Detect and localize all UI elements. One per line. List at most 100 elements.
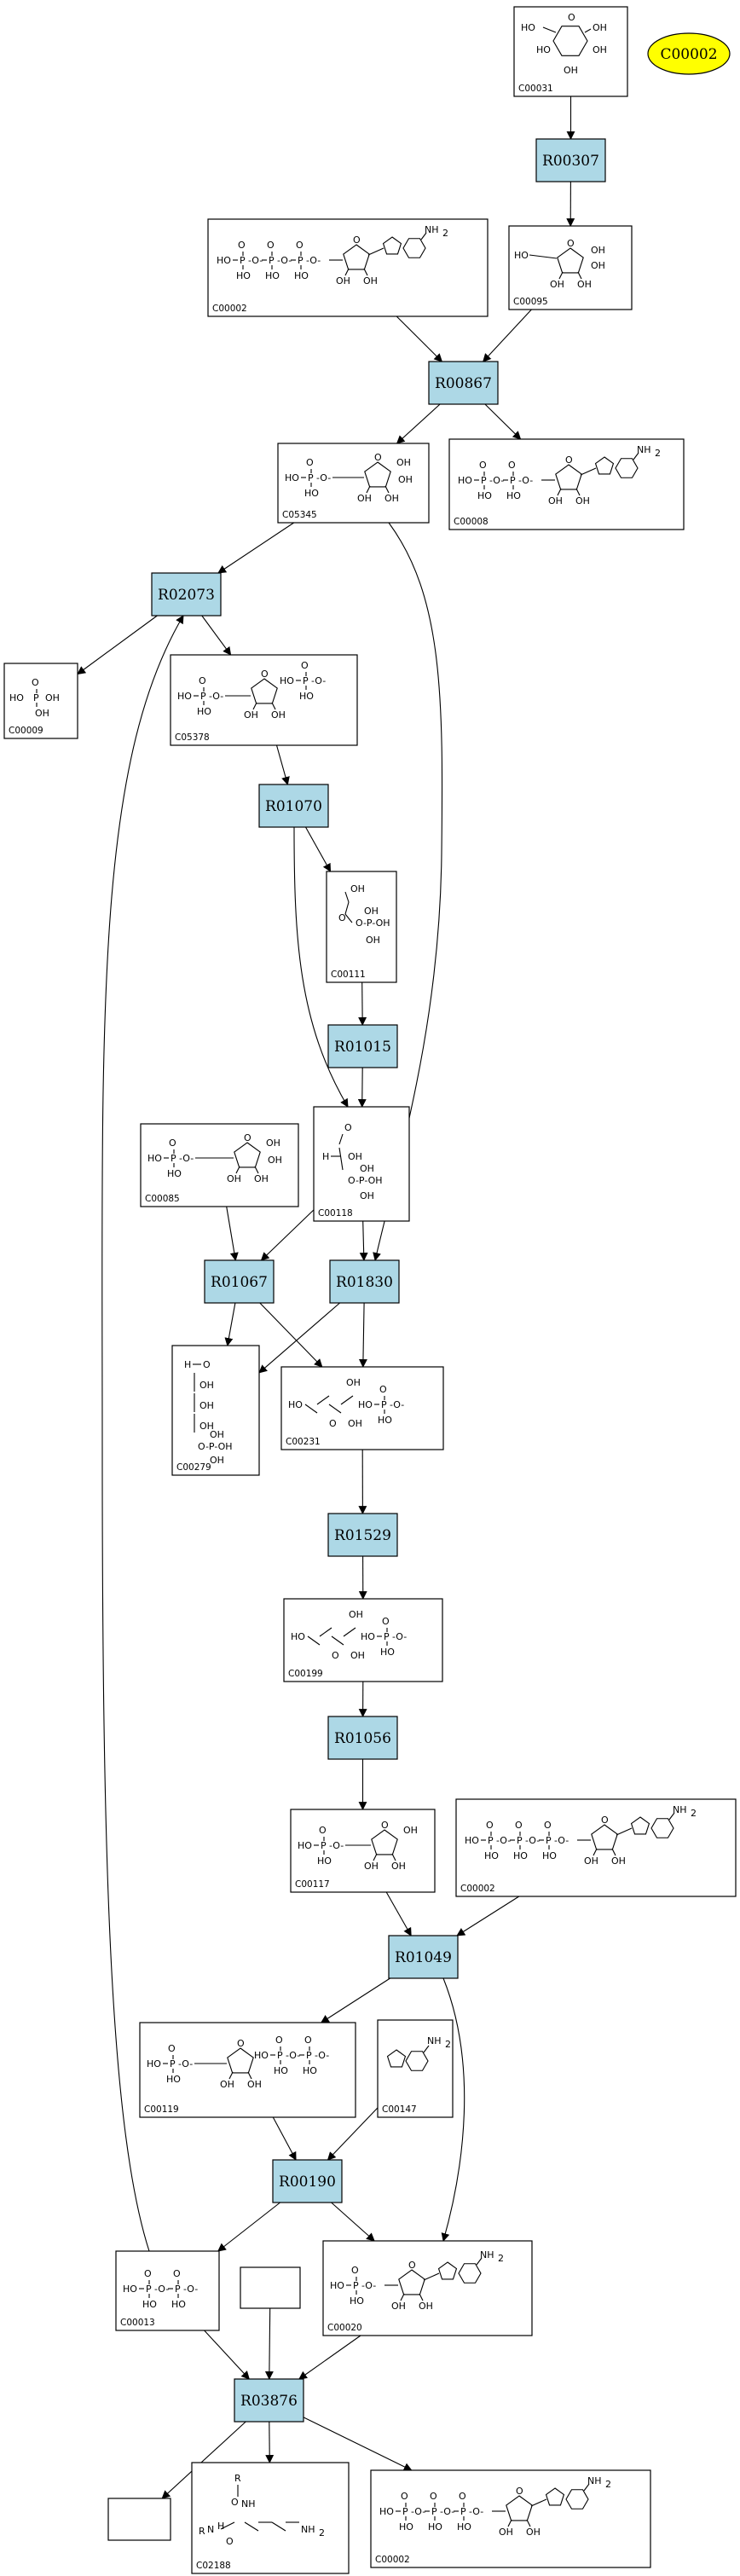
- reaction-label: R02073: [158, 587, 215, 604]
- atom-label: 2: [655, 448, 661, 459]
- compound-box[interactable]: [191, 2462, 350, 2574]
- compound-box[interactable]: [171, 1345, 260, 1476]
- highlight-compound[interactable]: C00002: [647, 32, 731, 75]
- atom-label: OH: [575, 495, 590, 507]
- atom-label: -O-: [518, 475, 533, 486]
- atom-label: P: [171, 1153, 176, 1164]
- atom-label: P: [277, 2050, 283, 2061]
- reaction-box[interactable]: [329, 1259, 400, 1304]
- atom-label: P: [546, 1835, 552, 1846]
- reaction-box[interactable]: [234, 2378, 304, 2423]
- atom-label: P: [240, 255, 246, 266]
- compound-box[interactable]: [140, 1123, 299, 1207]
- reaction-r01830[interactable]: R01830: [329, 1259, 400, 1304]
- compound-box[interactable]: [448, 438, 685, 530]
- atom-label: -O-: [496, 1835, 511, 1846]
- atom-label: OH: [396, 457, 411, 468]
- reaction-r03876[interactable]: R03876: [234, 2378, 304, 2423]
- reaction-box[interactable]: [204, 1259, 275, 1304]
- reaction-box[interactable]: [151, 572, 222, 617]
- atom-label: OH: [384, 493, 399, 504]
- reaction-r00190[interactable]: R00190: [272, 2159, 343, 2203]
- atom-label: 2: [319, 2527, 325, 2538]
- atom-label: HO: [521, 22, 535, 33]
- reaction-r01049[interactable]: R01049: [388, 1935, 459, 1979]
- compound-box[interactable]: [170, 654, 358, 746]
- reaction-r01067[interactable]: R01067: [204, 1259, 275, 1304]
- atom-label: O: [430, 2491, 437, 2502]
- atom-label: OH: [244, 709, 258, 721]
- compound-box[interactable]: [240, 2266, 301, 2309]
- compound-blank2[interactable]: [107, 2498, 171, 2541]
- compound-box[interactable]: [277, 443, 430, 524]
- compound-box[interactable]: [326, 871, 397, 983]
- compound-box[interactable]: [280, 1366, 444, 1450]
- reaction-box[interactable]: [327, 1513, 398, 1557]
- compound-box[interactable]: [107, 2498, 171, 2541]
- compound-box[interactable]: [139, 2022, 356, 2118]
- reaction-box[interactable]: [388, 1935, 459, 1979]
- reaction-r02073[interactable]: R02073: [151, 572, 222, 617]
- atom-label: OH: [227, 1173, 241, 1184]
- compound-box[interactable]: [290, 1809, 436, 1893]
- compound-box[interactable]: [513, 6, 628, 97]
- compound-label: C00147: [382, 2104, 417, 2115]
- atom-label: P: [306, 2050, 312, 2061]
- atom-label: O: [353, 234, 361, 246]
- reaction-box[interactable]: [327, 1716, 398, 1760]
- atom-label: OH: [591, 245, 605, 256]
- compound-label: C00031: [518, 84, 553, 94]
- atom-label: O: [32, 677, 39, 688]
- atom-label: HO: [358, 1399, 373, 1410]
- reaction-r00867[interactable]: R00867: [428, 361, 499, 405]
- compound-blank1[interactable]: [240, 2266, 301, 2309]
- reaction-box[interactable]: [272, 2159, 343, 2203]
- atom-label: OH: [391, 1861, 406, 1872]
- reaction-box[interactable]: [327, 1024, 398, 1068]
- reaction-box[interactable]: [535, 138, 606, 182]
- reaction-label: R01529: [334, 1527, 391, 1544]
- reaction-r00307[interactable]: R00307: [535, 138, 606, 182]
- compound-box[interactable]: [377, 2019, 454, 2118]
- compound-box[interactable]: [283, 1598, 443, 1682]
- compound-box[interactable]: [313, 1106, 410, 1222]
- atom-label: O: [168, 2043, 176, 2054]
- atom-label: OH: [199, 1400, 214, 1411]
- compound-box[interactable]: [508, 225, 633, 310]
- compound-box[interactable]: [322, 2240, 533, 2336]
- compound-box[interactable]: [115, 2250, 220, 2331]
- reaction-r01529[interactable]: R01529: [327, 1513, 398, 1557]
- reaction-r01015[interactable]: R01015: [327, 1024, 398, 1068]
- reaction-r01070[interactable]: R01070: [258, 784, 329, 828]
- reaction-r01056[interactable]: R01056: [327, 1716, 398, 1760]
- highlight-ellipse[interactable]: [647, 32, 731, 75]
- compound-box[interactable]: [3, 663, 78, 739]
- atom-label: P: [170, 2058, 176, 2069]
- reaction-box[interactable]: [258, 784, 329, 828]
- atom-label: OH: [45, 692, 60, 703]
- reaction-box[interactable]: [428, 361, 499, 405]
- atom-label: OH: [268, 1155, 282, 1166]
